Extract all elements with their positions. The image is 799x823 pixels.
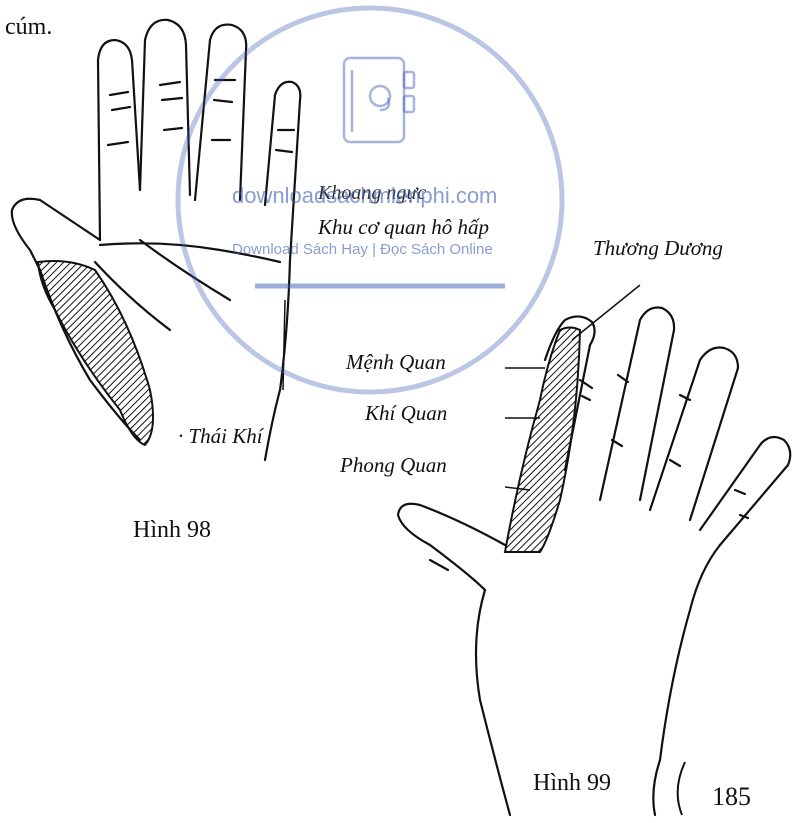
contact-book-icon [344,58,414,142]
top-text-fragment: cúm. [5,14,52,41]
figure98-label-leader [283,300,285,390]
hinh99-bracket [678,762,685,815]
thuong-duong-label: Thương Dương [593,236,723,261]
watermark-tagline: Download Sách Hay | Đọc Sách Online [232,241,493,258]
khu-co-quan-label: Khu cơ quan hô hấp [318,215,489,240]
thai-khi-text: Thái Khí [189,424,263,448]
page-number: 185 [712,782,751,812]
khi-quan-label: Khí Quan [365,401,447,426]
figure99-shaded-region [505,328,580,553]
figure98-shaded-region [38,261,153,445]
figure99-caption: Hình 99 [533,770,611,797]
thai-khi-label: · Thái Khí [178,424,263,449]
watermark-site: downloadsachmienphi.com [232,183,497,209]
figure98-hand-drawing [12,20,301,460]
phong-quan-label: Phong Quan [340,453,447,478]
figure99-hand-drawing [398,308,790,816]
figure98-caption: Hình 98 [133,517,211,544]
menh-quan-label: Mệnh Quan [346,350,446,375]
